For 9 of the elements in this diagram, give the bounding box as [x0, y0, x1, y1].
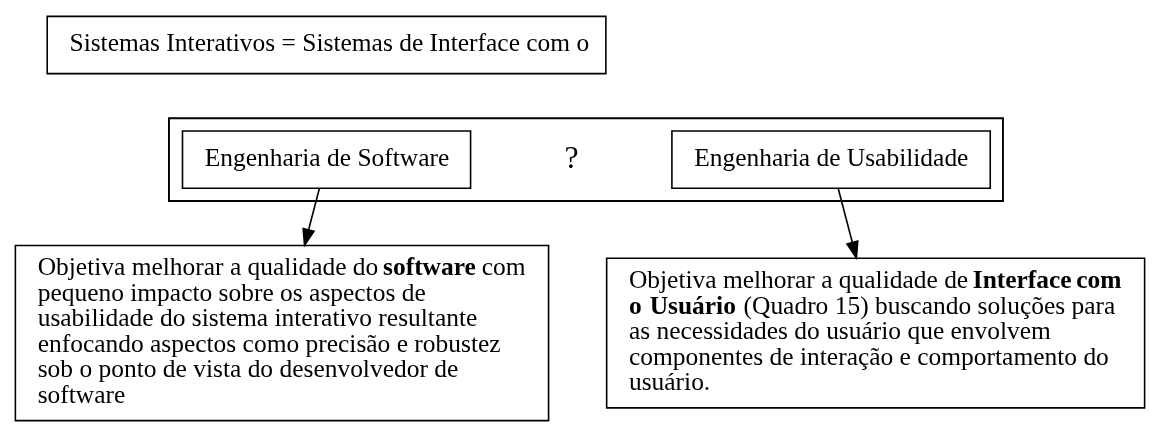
arrow	[837, 187, 859, 261]
label: ?	[564, 139, 579, 175]
arrow	[302, 187, 321, 248]
cluster	[168, 117, 1004, 202]
node-box: Sistemas Interativos = Sistemas de Interface com o	[46, 15, 607, 75]
node-box: Engenharia de Usabilidade	[671, 130, 992, 190]
node-box: Objetiva melhorar a qualidade de Interface com o Usuário (Quadro 15) buscando soluções para as necessidades do usuário que envolvem componentes de interação e comportamento do usuário.	[605, 257, 1146, 409]
node-box: Engenharia de Software	[181, 130, 472, 190]
node-box: Objetiva melhorar a qualidade do software com pequeno impacto sobre os aspectos de usabilidade do sistema interativo resultante enfocando aspectos como precisão e robustez sob o ponto de vista do desenvolvedor de software	[14, 244, 550, 422]
